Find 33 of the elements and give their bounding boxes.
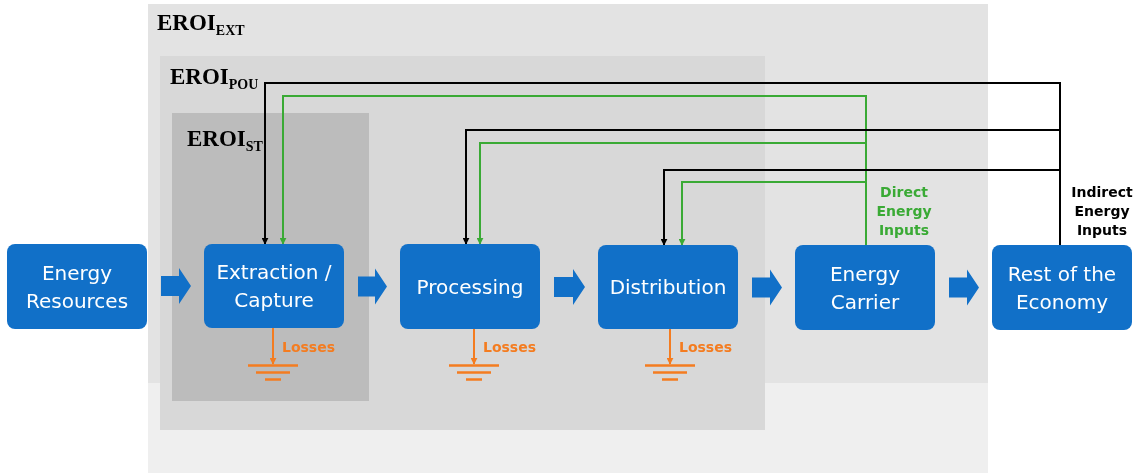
process-box: Distribution <box>598 245 738 329</box>
feedback-arrow <box>678 181 867 246</box>
loss-arrow <box>470 328 478 365</box>
feedback-arrow <box>660 169 1061 246</box>
flow-arrow <box>554 269 585 305</box>
ground-symbol <box>248 364 298 381</box>
process-box: Extraction / Capture <box>204 244 344 328</box>
process-box: Processing <box>400 244 540 329</box>
feedback-arrow <box>279 95 867 246</box>
scope-heading: EROI$_{POU}$ <box>170 64 259 93</box>
process-box: Rest of the Economy <box>992 245 1132 330</box>
feedback-arrow <box>462 129 1061 246</box>
loss-arrow <box>269 327 277 365</box>
ground-symbol <box>645 364 695 381</box>
feedback-arrow <box>476 142 867 246</box>
flow-arrow <box>161 268 191 304</box>
flow-label: Indirect Energy Inputs <box>1070 183 1134 240</box>
flow-arrow <box>752 269 782 306</box>
flow-arrow <box>949 269 979 306</box>
losses-label: Losses <box>282 339 336 355</box>
scope-region <box>160 56 765 430</box>
loss-arrow <box>666 328 674 365</box>
ground-symbol <box>449 364 499 381</box>
losses-label: Losses <box>483 339 537 355</box>
scope-region <box>172 113 369 401</box>
scope-heading: EROI$_{EXT}$ <box>157 10 245 39</box>
process-box: Energy Resources <box>7 244 147 329</box>
process-box: Energy Carrier <box>795 245 935 330</box>
losses-label: Losses <box>679 339 733 355</box>
flow-label: Direct Energy Inputs <box>875 183 933 240</box>
feedback-arrow <box>261 82 1061 246</box>
flow-arrow <box>358 268 387 305</box>
scope-heading: EROI$_{ST}$ <box>187 126 263 155</box>
